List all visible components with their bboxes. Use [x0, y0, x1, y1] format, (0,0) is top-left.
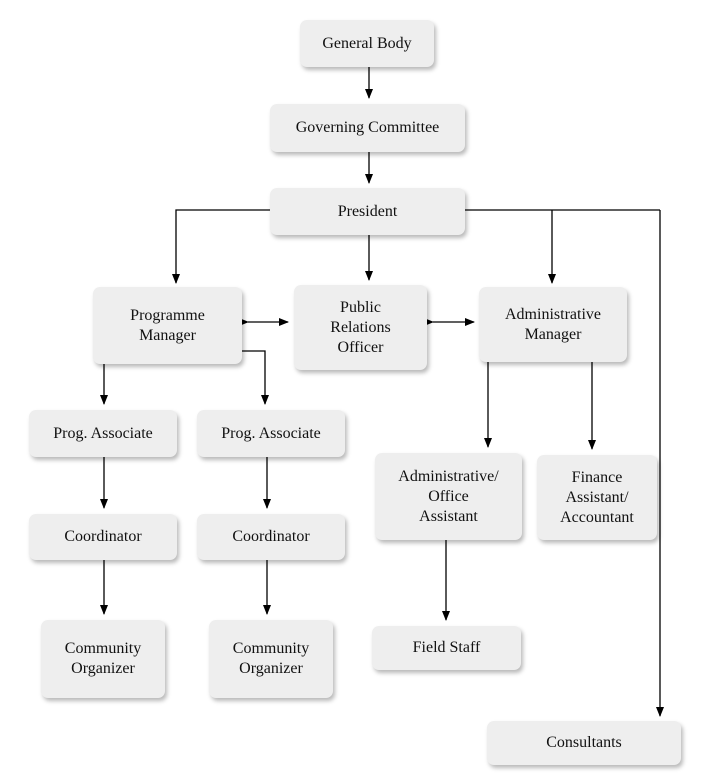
node-label: Governing Committee	[295, 119, 440, 136]
node-governing-committee: Governing Committee	[270, 104, 465, 152]
node-label: Prog. Associate	[53, 424, 153, 442]
node-administrative-office-assistant: Administrative/ Office Assistant	[375, 453, 522, 540]
node-prog-associate-2: Prog. Associate	[197, 410, 345, 457]
arrow-pm-to-associate-2	[242, 350, 269, 405]
node-public-relations-officer: Public Relations Officer	[294, 285, 427, 370]
node-label: Programme Manager	[130, 306, 205, 344]
node-label: Community Organizer	[232, 640, 310, 677]
node-general-body: General Body	[300, 20, 434, 67]
node-label: President	[337, 202, 398, 220]
node-prog-associate-1: Prog. Associate	[29, 410, 177, 457]
node-label: Consultants	[546, 734, 622, 751]
node-coordinator-1: Coordinator	[29, 514, 177, 560]
node-community-organizer-1: Community Organizer	[41, 620, 165, 698]
node-label: Finance Assistant/ Accountant	[560, 468, 634, 526]
node-label: Administrative/ Office Assistant	[398, 467, 499, 525]
node-label: Coordinator	[232, 528, 310, 545]
node-label: Coordinator	[64, 528, 142, 545]
node-administrative-manager: Administrative Manager	[479, 287, 627, 362]
node-label: Public Relations Officer	[330, 298, 391, 356]
arrow-president-to-programme-manager	[172, 209, 270, 284]
node-label: Field Staff	[412, 639, 481, 656]
node-finance-assistant-accountant: Finance Assistant/ Accountant	[537, 455, 657, 540]
node-label: Prog. Associate	[221, 424, 321, 442]
node-coordinator-2: Coordinator	[197, 514, 345, 560]
node-label: General Body	[322, 34, 412, 52]
node-label: Administrative Manager	[505, 305, 601, 343]
node-community-organizer-2: Community Organizer	[209, 620, 333, 698]
node-label: Community Organizer	[64, 640, 142, 677]
node-president: President	[270, 188, 465, 235]
node-programme-manager: Programme Manager	[93, 287, 242, 364]
node-consultants: Consultants	[487, 721, 681, 765]
node-field-staff: Field Staff	[372, 626, 521, 670]
